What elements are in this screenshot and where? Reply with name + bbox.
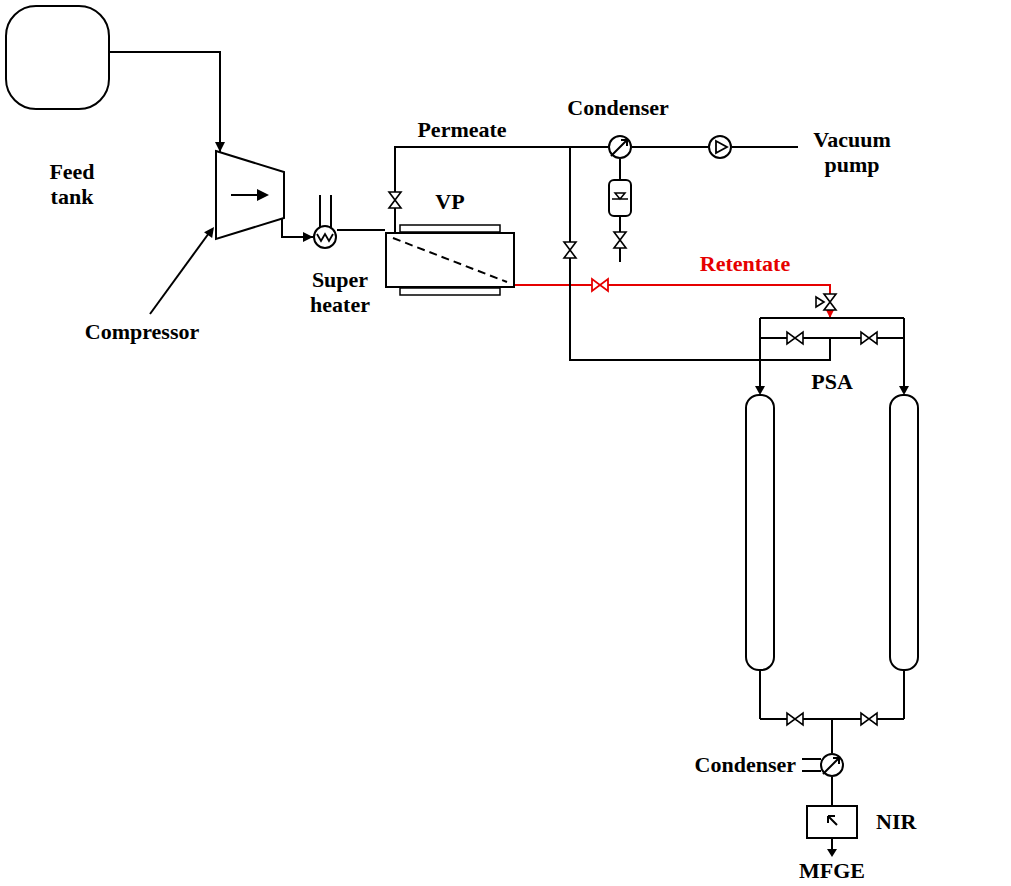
condenser: Condenser [820,753,844,777]
product-arrow [827,839,837,857]
pipe-line [515,285,830,318]
compressor-symbol [215,150,285,240]
stream-label: Retentate [698,252,792,276]
equipment-label: NIR [876,810,916,835]
product-label: MFGE [797,859,867,883]
nir-analyser-symbol [806,805,858,839]
equipment-label: Super heater [300,268,380,317]
equipment-label: Condenser [567,96,668,121]
vacuum-outlet [732,146,798,148]
equipment-label: VP [435,190,464,215]
feed-tank: Feed tank [5,5,110,110]
equipment-label: Compressor [85,320,199,345]
super-heater-symbol [313,225,337,249]
leader-arrow [150,227,214,314]
heater-tubes [320,195,331,228]
pipe-line [282,219,313,237]
nir-analyser: NIR [806,805,858,839]
equipment-label: Condenser [695,753,796,778]
pipe-line [831,720,833,753]
cooling-lines [802,759,821,771]
pipe-line [831,777,833,805]
stream-label: Permeate [415,118,508,142]
vacuum-pump-symbol [708,135,732,159]
pipe-line [632,146,708,148]
retentate-valve [592,279,608,291]
membrane-module-symbol [385,232,515,288]
separator-vessel [609,159,631,262]
feed-tank-symbol [5,5,110,110]
pipe-line [110,52,220,152]
three-way-valve [816,294,836,310]
condenser-symbol [820,753,844,777]
equipment-label: PSA [811,370,853,395]
condenser: Condenser [608,135,632,159]
compressor: Compressor [215,150,285,240]
pipe-line [395,147,608,232]
psa-unit: PSA [745,318,919,720]
condenser-symbol [608,135,632,159]
equipment-label: Vacuum pump [805,128,900,177]
equipment-label: Feed tank [37,160,107,209]
super-heater: Super heater [313,225,337,249]
vacuum-pump: Vacuum pump [708,135,732,159]
membrane-module: VP [385,232,515,288]
pipe-line [337,229,385,231]
